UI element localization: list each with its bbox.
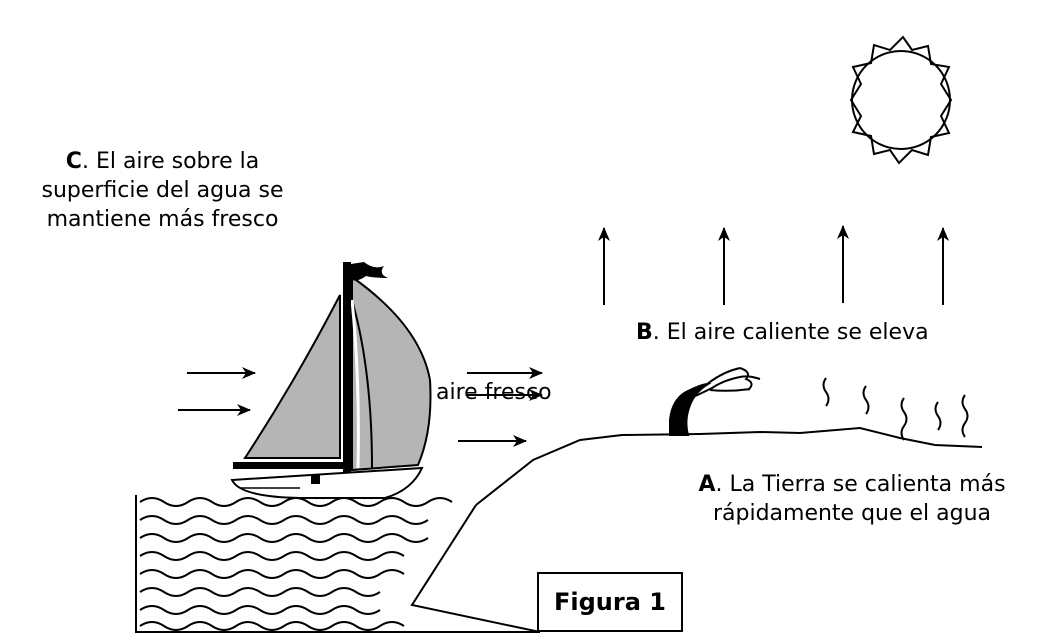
label-b-letter: B [636,320,653,345]
land-outline [475,426,983,506]
water-basin [135,495,541,633]
label-a-line2: rápidamente que el agua [712,501,992,526]
label-c-letter: C [65,149,82,174]
pennant-flag [351,262,388,281]
tree-icon [669,367,761,436]
water-waves [139,497,453,631]
label-c-line1: . El aire sobre la [81,149,260,174]
figure-caption: Figura 1 [537,572,683,632]
jib-sail [351,275,432,472]
label-b: B. El aire caliente se eleva [636,318,929,347]
breeze-arrows [178,367,543,447]
mainsail [243,294,341,459]
sun-icon [849,35,953,165]
heat-waves [822,377,969,441]
sailboat-icon [230,262,432,499]
label-c-line3: mantiene más fresco [46,207,279,232]
boat-hull [230,466,424,499]
label-a-line1: . La Tierra se calienta más [715,472,1006,497]
boom [233,462,349,469]
rising-air-arrows [598,225,949,305]
label-c-line2: superficie del agua se [41,178,284,203]
label-a-letter: A [698,472,716,497]
label-c: C. El aire sobre la superficie del agua … [0,147,325,234]
mast [343,262,351,472]
label-a: A. La Tierra se calienta más rápidamente… [652,470,1047,528]
label-b-text: . El aire caliente se eleva [652,320,929,345]
label-aire-fresco: aire fresco [436,380,552,405]
